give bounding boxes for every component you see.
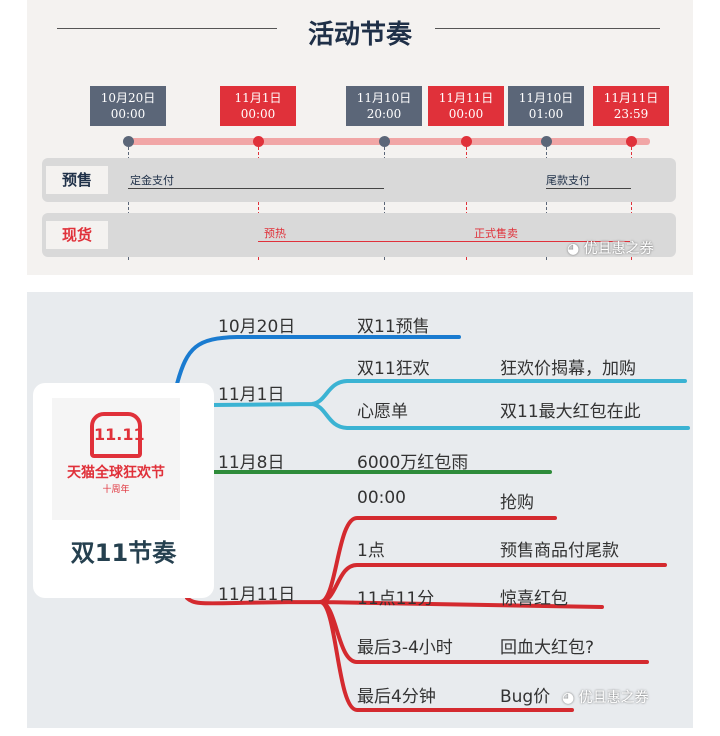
tmall-logo: 11.11 天猫全球狂欢节 十周年 xyxy=(52,398,180,520)
watermark: ◕ 优且惠之券 xyxy=(562,690,649,706)
phase-deposit: 定金支付 xyxy=(130,174,174,187)
dashed-guide xyxy=(466,147,467,260)
branch-event: 双11预售 xyxy=(357,317,430,337)
timeline-dot xyxy=(541,136,552,147)
branch-event: 11点11分 xyxy=(357,589,435,609)
branch-line-1101 xyxy=(210,379,690,430)
arrow xyxy=(128,188,384,189)
branch-event: 最后4分钟 xyxy=(357,687,436,707)
branch-detail: 抢购 xyxy=(500,493,534,513)
title-divider-right xyxy=(435,28,660,29)
branch-event: 最后3-4小时 xyxy=(357,638,453,658)
timeline-dot xyxy=(123,136,134,147)
timeline-dot xyxy=(461,136,472,147)
branch-event: 心愿单 xyxy=(357,402,408,422)
branch-event: 双11狂欢 xyxy=(357,359,430,379)
row-presale: 预售 定金支付 尾款支付 xyxy=(42,158,676,202)
timeline-dot xyxy=(379,136,390,147)
branch-date: 11月11日 xyxy=(218,585,296,605)
branch-line-1020 xyxy=(175,335,461,386)
row-spot: 现货 预热 正式售卖 xyxy=(42,213,676,257)
dashed-guide xyxy=(128,147,129,260)
branch-detail: 狂欢价揭幕，加购 xyxy=(500,359,636,379)
branch-event: 00:00 xyxy=(357,488,406,508)
arrow xyxy=(546,188,631,189)
branch-detail: 惊喜红包 xyxy=(500,589,568,609)
title-divider-left xyxy=(57,28,277,29)
phase-warmup: 预热 xyxy=(264,227,286,240)
wechat-icon: ◕ xyxy=(567,241,584,257)
watermark: ◕ 优且惠之券 xyxy=(567,241,654,257)
branch-date: 10月20日 xyxy=(218,317,296,337)
branch-event: 6000万红包雨 xyxy=(357,453,469,473)
arrow xyxy=(466,241,630,242)
dashed-guide xyxy=(631,147,632,260)
branch-detail: Bug价 xyxy=(500,687,551,707)
timeline-dot xyxy=(253,136,264,147)
branch-detail: 回血大红包? xyxy=(500,638,595,658)
center-card: 11.11 天猫全球狂欢节 十周年 双11节奏 xyxy=(33,383,214,598)
arrow xyxy=(258,241,466,242)
row-label: 现货 xyxy=(46,221,108,249)
phase-balance: 尾款支付 xyxy=(546,174,590,187)
timeline-title: 活动节奏 xyxy=(307,20,412,50)
phase-sale: 正式售卖 xyxy=(474,227,518,240)
mindmap-panel: 11.11 天猫全球狂欢节 十周年 双11节奏 10月20日 双11预售 11月1日… xyxy=(27,292,693,728)
branch-date: 11月1日 xyxy=(218,385,285,405)
branch-detail: 预售商品付尾款 xyxy=(500,541,619,561)
dashed-guide xyxy=(384,147,385,260)
center-title: 双11节奏 xyxy=(70,539,177,567)
branch-detail: 双11最大红包在此 xyxy=(500,402,641,422)
branch-event: 1点 xyxy=(357,541,385,561)
dashed-guide xyxy=(258,147,259,260)
row-label: 预售 xyxy=(46,166,108,194)
branch-date: 11月8日 xyxy=(218,453,285,473)
branch-line-1111 xyxy=(185,516,667,712)
timeline-dot xyxy=(626,136,637,147)
dashed-guide xyxy=(546,147,547,260)
wechat-icon: ◕ xyxy=(562,690,579,706)
mindmap-branches xyxy=(175,335,690,712)
